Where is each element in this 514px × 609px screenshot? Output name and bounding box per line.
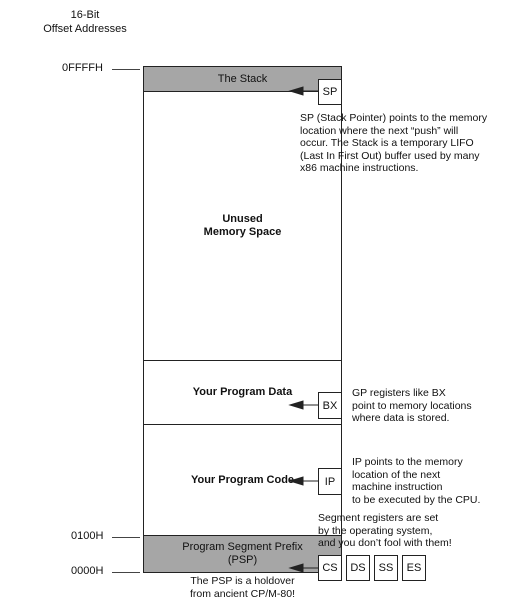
ip-note-line: machine instruction (352, 481, 443, 493)
offset-header: 16-Bit Offset Addresses (40, 8, 130, 36)
ip-arrow-head (288, 476, 304, 486)
ip-note: IP points to the memory location of the … (352, 456, 502, 506)
cs-register-label: CS (322, 562, 338, 574)
address-top: 0FFFFH (62, 62, 103, 74)
cs-register-box: CS (318, 555, 342, 581)
segment-note-line: by the operating system, (318, 524, 433, 537)
ss-register-label: SS (378, 562, 394, 574)
address-psp-start-tick (112, 537, 140, 538)
header-line-1: 16-Bit (70, 9, 100, 21)
es-register-box: ES (402, 555, 426, 581)
ip-note-line: location of the next (352, 468, 441, 481)
segment-psp: Program Segment Prefix (PSP) (143, 535, 342, 573)
ss-register-box: SS (374, 555, 398, 581)
segment-stack: The Stack (143, 66, 342, 92)
address-bottom-tick (112, 572, 140, 573)
segment-psp-label-2: (PSP) (227, 554, 258, 566)
sp-note-line: (Last In First Out) buffer used by many (300, 149, 480, 162)
bx-note: GP registers like BX point to memory loc… (352, 387, 502, 425)
segment-registers-note: Segment registers are set by the operati… (318, 512, 508, 550)
psp-note-line: The PSP is a holdover (190, 575, 295, 587)
bx-arrow-head (288, 400, 304, 410)
ip-register-label: IP (324, 475, 336, 488)
segment-program-code: Your Program Code (143, 424, 342, 536)
psp-note: The PSP is a holdover from ancient CP/M-… (143, 575, 342, 600)
segment-program-data: Your Program Data (143, 360, 342, 425)
ip-register-box: IP (318, 468, 342, 495)
segment-unused-label-1: Unused (222, 213, 263, 225)
sp-note-line: occur. The Stack is a temporary LIFO (300, 137, 474, 149)
header-line-2: Offset Addresses (43, 23, 127, 35)
segment-arrow-head (288, 563, 304, 573)
address-psp-start: 0100H (71, 530, 104, 542)
segment-unused: Unused Memory Space (143, 91, 342, 361)
sp-note-line: x86 machine instructions. (300, 162, 419, 174)
bx-note-line: point to memory locations (352, 399, 472, 412)
sp-arrow-head (288, 86, 304, 96)
psp-note-line: from ancient CP/M-80! (189, 587, 296, 600)
segment-unused-label-2: Memory Space (203, 226, 282, 238)
bx-note-line: where data is stored. (352, 412, 450, 424)
address-top-tick (112, 69, 140, 70)
sp-note-line: SP (Stack Pointer) points to the memory (300, 112, 488, 124)
sp-register-label: SP (322, 86, 338, 98)
ds-register-box: DS (346, 555, 370, 581)
sp-register-box: SP (318, 79, 342, 105)
ds-register-label: DS (350, 562, 366, 574)
segment-program-data-label: Your Program Data (192, 386, 293, 398)
segment-stack-label: The Stack (217, 72, 268, 85)
segment-psp-label-1: Program Segment Prefix (182, 541, 303, 553)
bx-register-label: BX (322, 399, 338, 412)
sp-note-line: location where the next “push” will (300, 124, 459, 137)
ip-note-line: IP points to the memory (352, 456, 463, 468)
segment-note-line: Segment registers are set (318, 512, 439, 524)
segment-program-code-label: Your Program Code (190, 473, 295, 486)
bx-register-box: BX (318, 392, 342, 419)
sp-note: SP (Stack Pointer) points to the memory … (300, 112, 505, 175)
es-register-label: ES (406, 562, 422, 574)
bx-note-line: GP registers like BX (352, 387, 446, 399)
segment-note-line: and you don’t fool with them! (318, 537, 452, 549)
ip-note-line: to be executed by the CPU. (352, 493, 481, 506)
address-bottom: 0000H (71, 565, 104, 577)
